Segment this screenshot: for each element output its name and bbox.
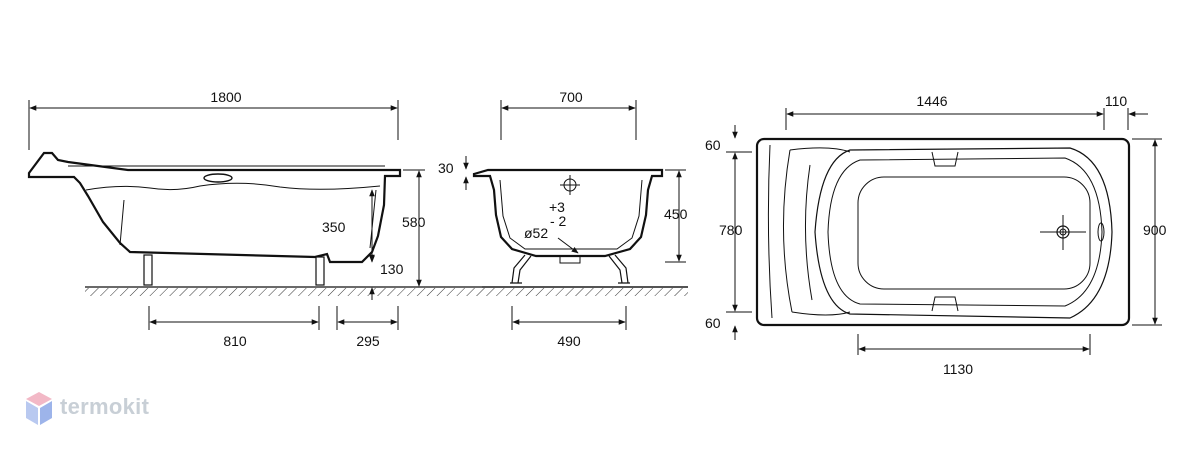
end-inner-outline	[499, 179, 643, 250]
top-view-labels: 1446 110 900 780 60 60 1130	[705, 93, 1167, 377]
end-tol-minus: - 2	[550, 213, 567, 229]
end-depth: 450	[664, 206, 688, 222]
side-inner-contour	[85, 182, 381, 191]
side-leg-spacing: 810	[223, 333, 247, 349]
end-width: 700	[559, 89, 583, 105]
end-view	[463, 100, 688, 330]
side-total-length: 1800	[210, 89, 241, 105]
top-handle-lower	[931, 296, 959, 312]
top-rim-top: 60	[705, 137, 721, 153]
end-leg-right	[608, 254, 630, 284]
top-width: 900	[1143, 222, 1167, 238]
termokit-watermark: termokit	[60, 394, 150, 419]
end-tol-plus: +3	[549, 199, 565, 215]
side-depth: 350	[322, 219, 346, 235]
drain-pointer	[557, 237, 579, 254]
end-rim: 30	[438, 160, 454, 176]
end-leg-left	[510, 254, 532, 284]
overflow-hole	[203, 173, 233, 183]
side-view	[27, 100, 688, 330]
end-tub-outline	[472, 168, 664, 258]
top-rim-contour	[767, 144, 851, 319]
side-leg-height: 130	[380, 261, 404, 277]
side-leg-offset: 295	[356, 333, 380, 349]
top-end-offset: 110	[1105, 93, 1128, 109]
top-rim-bottom: 60	[705, 315, 721, 331]
side-height: 580	[402, 214, 426, 230]
floor-hatch	[85, 288, 688, 296]
top-basin-bottom	[857, 176, 1091, 290]
top-handle-upper	[931, 151, 959, 167]
side-leg-right	[315, 256, 325, 286]
side-leg-left	[143, 254, 153, 286]
top-inner-width: 780	[719, 222, 743, 238]
top-basin-mid	[827, 157, 1103, 307]
side-tub-outline	[27, 151, 402, 264]
top-overflow	[1097, 222, 1105, 242]
end-drain-diameter: ø52	[524, 225, 548, 241]
end-drain	[559, 255, 581, 264]
side-view-labels: 1800 580 350 130 810 295	[210, 89, 425, 349]
top-view	[726, 108, 1162, 355]
top-outer-rect	[755, 137, 1131, 327]
top-inner-length: 1446	[916, 93, 947, 109]
end-view-labels: 700 30 450 +3 - 2 ø52 490	[438, 89, 688, 349]
top-basin-outer	[814, 147, 1113, 319]
top-bottom-length: 1130	[943, 361, 973, 377]
termokit-logo-icon	[26, 392, 52, 425]
end-leg-spacing: 490	[557, 333, 581, 349]
